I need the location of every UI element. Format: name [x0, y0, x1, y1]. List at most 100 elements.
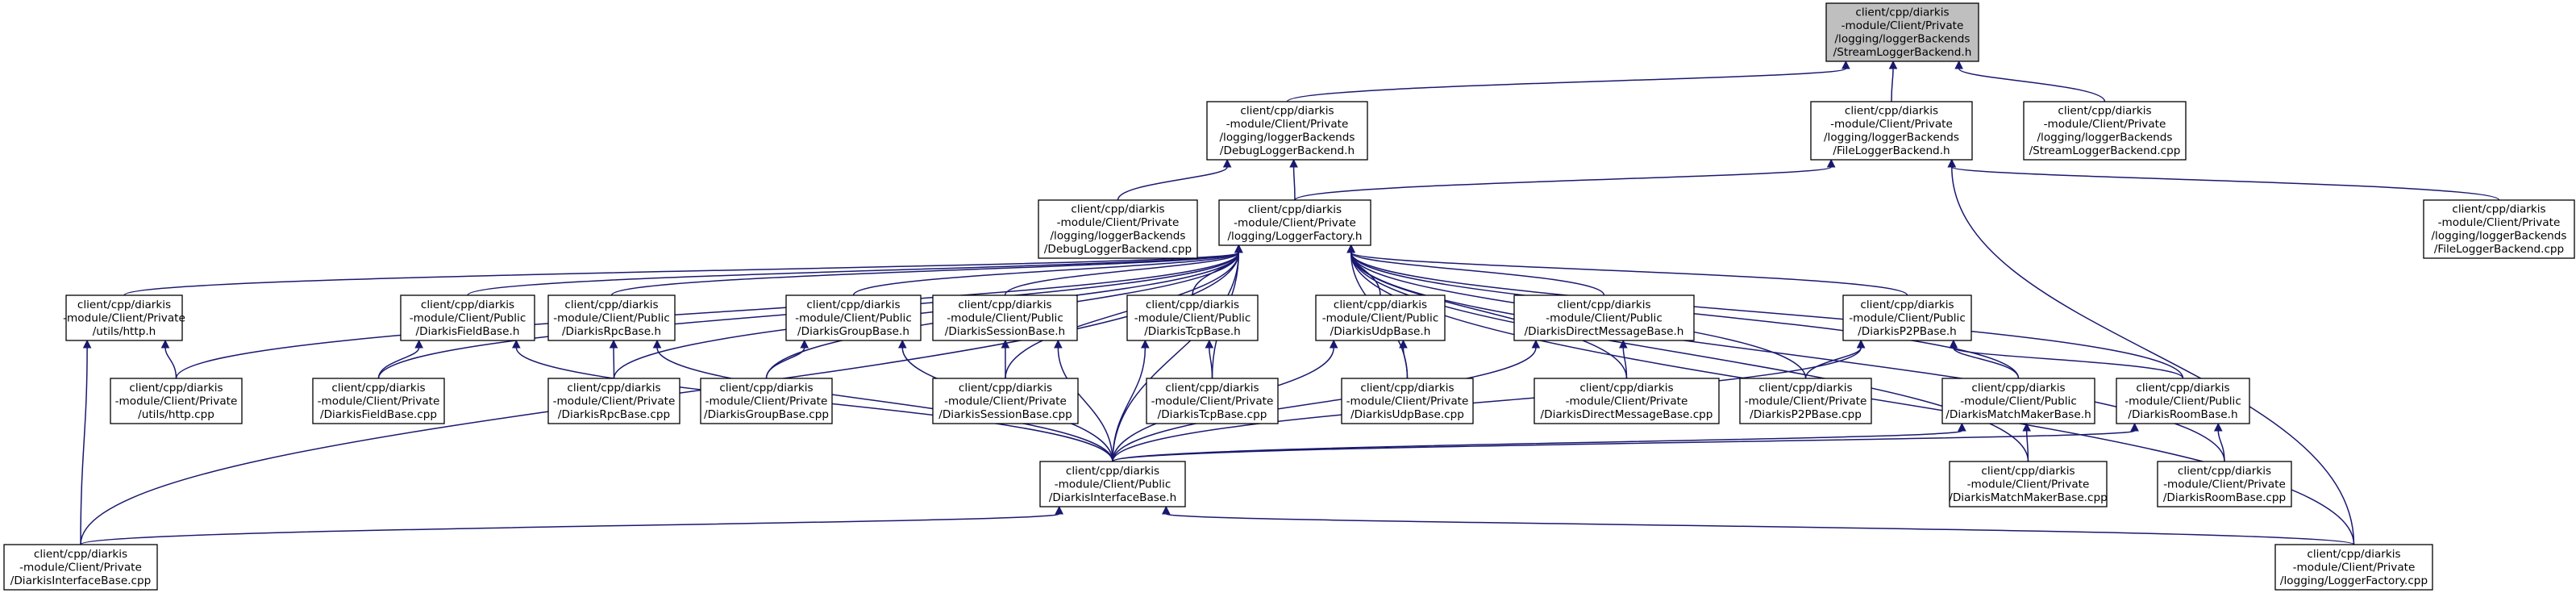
node-label-line: -module/Client/Public: [947, 311, 1063, 324]
node-box: [1126, 294, 1259, 341]
arrowhead: [1289, 158, 1298, 168]
node-udp-h[interactable]: client/cpp/diarkis-module/Client/Public/…: [1315, 294, 1446, 341]
node-label-line: client/cpp/diarkis: [1165, 382, 1259, 395]
node-label-line: -module/Client/Private: [1234, 216, 1356, 229]
node-label-line: client/cpp/diarkis: [958, 299, 1051, 311]
node-label-line: /StreamLoggerBackend.h: [1833, 46, 1972, 59]
edge: [1112, 422, 1966, 462]
arrowhead: [1001, 339, 1010, 349]
node-p2p-h[interactable]: client/cpp/diarkis-module/Client/Public/…: [1842, 294, 1972, 341]
edge-rpc-h-to-factory-h: [610, 252, 1240, 296]
node-dm-h[interactable]: client/cpp/diarkis-module/Client/Public/…: [1513, 294, 1695, 341]
node-factory-h[interactable]: client/cpp/diarkis-module/Client/Private…: [1218, 199, 1371, 246]
node-box: [1810, 101, 1973, 161]
node-label-line: /utils/http.cpp: [138, 408, 214, 421]
edge-iface-h-to-rpc-h: [656, 347, 1113, 462]
arrowhead: [1958, 422, 1966, 432]
node-box: [400, 294, 535, 341]
node-label-line: /DiarkisRpcBase.h: [562, 325, 661, 338]
node-box: [1825, 2, 1979, 62]
node-iface-cpp[interactable]: client/cpp/diarkis-module/Client/Private…: [3, 544, 158, 591]
arrowhead: [1329, 339, 1338, 349]
node-label-line: -module/Client/Private: [1830, 118, 1953, 131]
edge-file-h-to-stream-h: [1891, 68, 1894, 102]
arrowhead: [1161, 505, 1171, 515]
edge-file-cpp-to-file-h: [1951, 166, 2500, 201]
edge: [1954, 60, 2106, 102]
node-label-line: client/cpp/diarkis: [719, 382, 813, 395]
node-iface-h[interactable]: client/cpp/diarkis-module/Client/Public/…: [1039, 461, 1186, 507]
node-room-h[interactable]: client/cpp/diarkis-module/Client/Public/…: [2116, 378, 2250, 424]
edge-iface-cpp-to-http-h: [80, 347, 88, 545]
node-label-line: /DiarkisRpcBase.cpp: [558, 408, 670, 421]
node-label-line: /DiarkisInterfaceBase.cpp: [10, 574, 152, 587]
node-box: [2116, 378, 2250, 424]
edge-p2p-h-to-factory-h: [1350, 252, 1908, 296]
node-label-line: /DiarkisUdpBase.cpp: [1350, 408, 1464, 421]
node-label-line: /logging/LoggerFactory.h: [1227, 230, 1362, 243]
arrowhead: [1205, 339, 1214, 349]
edge: [1112, 339, 1866, 462]
arrowhead: [512, 339, 521, 349]
node-udp-cpp[interactable]: client/cpp/diarkis-module/Client/Private…: [1341, 378, 1474, 424]
node-rpc-cpp[interactable]: client/cpp/diarkis-module/Client/Private…: [547, 378, 680, 424]
node-label-line: -module/Client/Private: [2163, 478, 2286, 491]
node-label-line: /DiarkisUdpBase.h: [1330, 325, 1431, 338]
node-stream-h[interactable]: client/cpp/diarkis-module/Client/Private…: [1825, 2, 1979, 62]
edge: [1054, 339, 1113, 462]
edge-room-cpp-to-factory-h: [1350, 252, 2225, 462]
node-session-h[interactable]: client/cpp/diarkis-module/Client/Public/…: [932, 294, 1078, 341]
node-tcp-cpp[interactable]: client/cpp/diarkis-module/Client/Private…: [1146, 378, 1279, 424]
arrowhead: [1826, 158, 1836, 168]
node-box: [547, 294, 676, 341]
node-box: [1038, 199, 1198, 259]
node-file-h[interactable]: client/cpp/diarkis-module/Client/Private…: [1810, 101, 1973, 161]
node-box: [1218, 199, 1371, 246]
edge: [2213, 422, 2225, 462]
node-label-line: /DiarkisSessionBase.h: [945, 325, 1065, 338]
arrowhead: [609, 339, 618, 349]
edge: [652, 339, 1113, 462]
node-label-line: client/cpp/diarkis: [1971, 382, 2065, 395]
node-http-cpp[interactable]: client/cpp/diarkis-module/Client/Private…: [110, 378, 243, 424]
edge-http-h-to-factory-h: [123, 252, 1240, 296]
node-field-h[interactable]: client/cpp/diarkis-module/Client/Public/…: [400, 294, 535, 341]
node-stream-cpp[interactable]: client/cpp/diarkis-module/Client/Private…: [2023, 101, 2187, 161]
node-box: [1039, 461, 1186, 507]
node-label-line: client/cpp/diarkis: [1066, 465, 1159, 478]
edge-field-cpp-to-field-h: [377, 347, 420, 379]
node-tcp-h[interactable]: client/cpp/diarkis-module/Client/Public/…: [1126, 294, 1259, 341]
node-label-line: /logging/loggerBackends: [1219, 132, 1355, 144]
node-field-cpp[interactable]: client/cpp/diarkis-module/Client/Private…: [312, 378, 445, 424]
edge-p2p-cpp-to-p2p-h: [1804, 347, 1862, 379]
edge: [1346, 244, 2225, 462]
node-label-line: client/cpp/diarkis: [2307, 548, 2400, 561]
edge-factory-h-to-file-h: [1294, 166, 1832, 201]
node-group-cpp[interactable]: client/cpp/diarkis-module/Client/Private…: [700, 378, 833, 424]
node-label-line: client/cpp/diarkis: [1579, 382, 1673, 395]
arrowhead: [1141, 339, 1150, 349]
edge-dm-cpp-to-dm-h: [1622, 347, 1628, 379]
edge-session-h-to-factory-h: [1004, 252, 1240, 296]
node-dm-cpp[interactable]: client/cpp/diarkis-module/Client/Private…: [1534, 378, 1720, 424]
node-mm-cpp[interactable]: client/cpp/diarkis-module/Client/Private…: [1949, 461, 2108, 507]
node-http-h[interactable]: client/cpp/diarkis-module/Client/Private…: [63, 294, 185, 341]
node-rpc-h[interactable]: client/cpp/diarkis-module/Client/Public/…: [547, 294, 676, 341]
node-mm-h[interactable]: client/cpp/diarkis-module/Client/Public/…: [1941, 378, 2095, 424]
node-debug-h[interactable]: client/cpp/diarkis-module/Client/Private…: [1206, 101, 1368, 161]
edge: [1949, 339, 2184, 379]
edge-debug-cpp-to-debug-h: [1117, 166, 1228, 201]
node-debug-cpp[interactable]: client/cpp/diarkis-module/Client/Private…: [1038, 199, 1198, 259]
node-box: [1146, 378, 1279, 424]
node-factory-cpp[interactable]: client/cpp/diarkis-module/Client/Private…: [2274, 544, 2433, 591]
node-group-h[interactable]: client/cpp/diarkis-module/Client/Public/…: [785, 294, 922, 341]
node-room-cpp[interactable]: client/cpp/diarkis-module/Client/Private…: [2157, 461, 2292, 507]
edge-room-h-to-p2p-h: [1953, 347, 2184, 379]
node-file-cpp[interactable]: client/cpp/diarkis-module/Client/Private…: [2423, 199, 2575, 259]
node-session-cpp[interactable]: client/cpp/diarkis-module/Client/Private…: [932, 378, 1079, 424]
arrowhead: [2130, 422, 2139, 432]
node-label-line: client/cpp/diarkis: [2136, 382, 2229, 395]
node-p2p-cpp[interactable]: client/cpp/diarkis-module/Client/Private…: [1739, 378, 1872, 424]
edge: [1117, 158, 1232, 201]
